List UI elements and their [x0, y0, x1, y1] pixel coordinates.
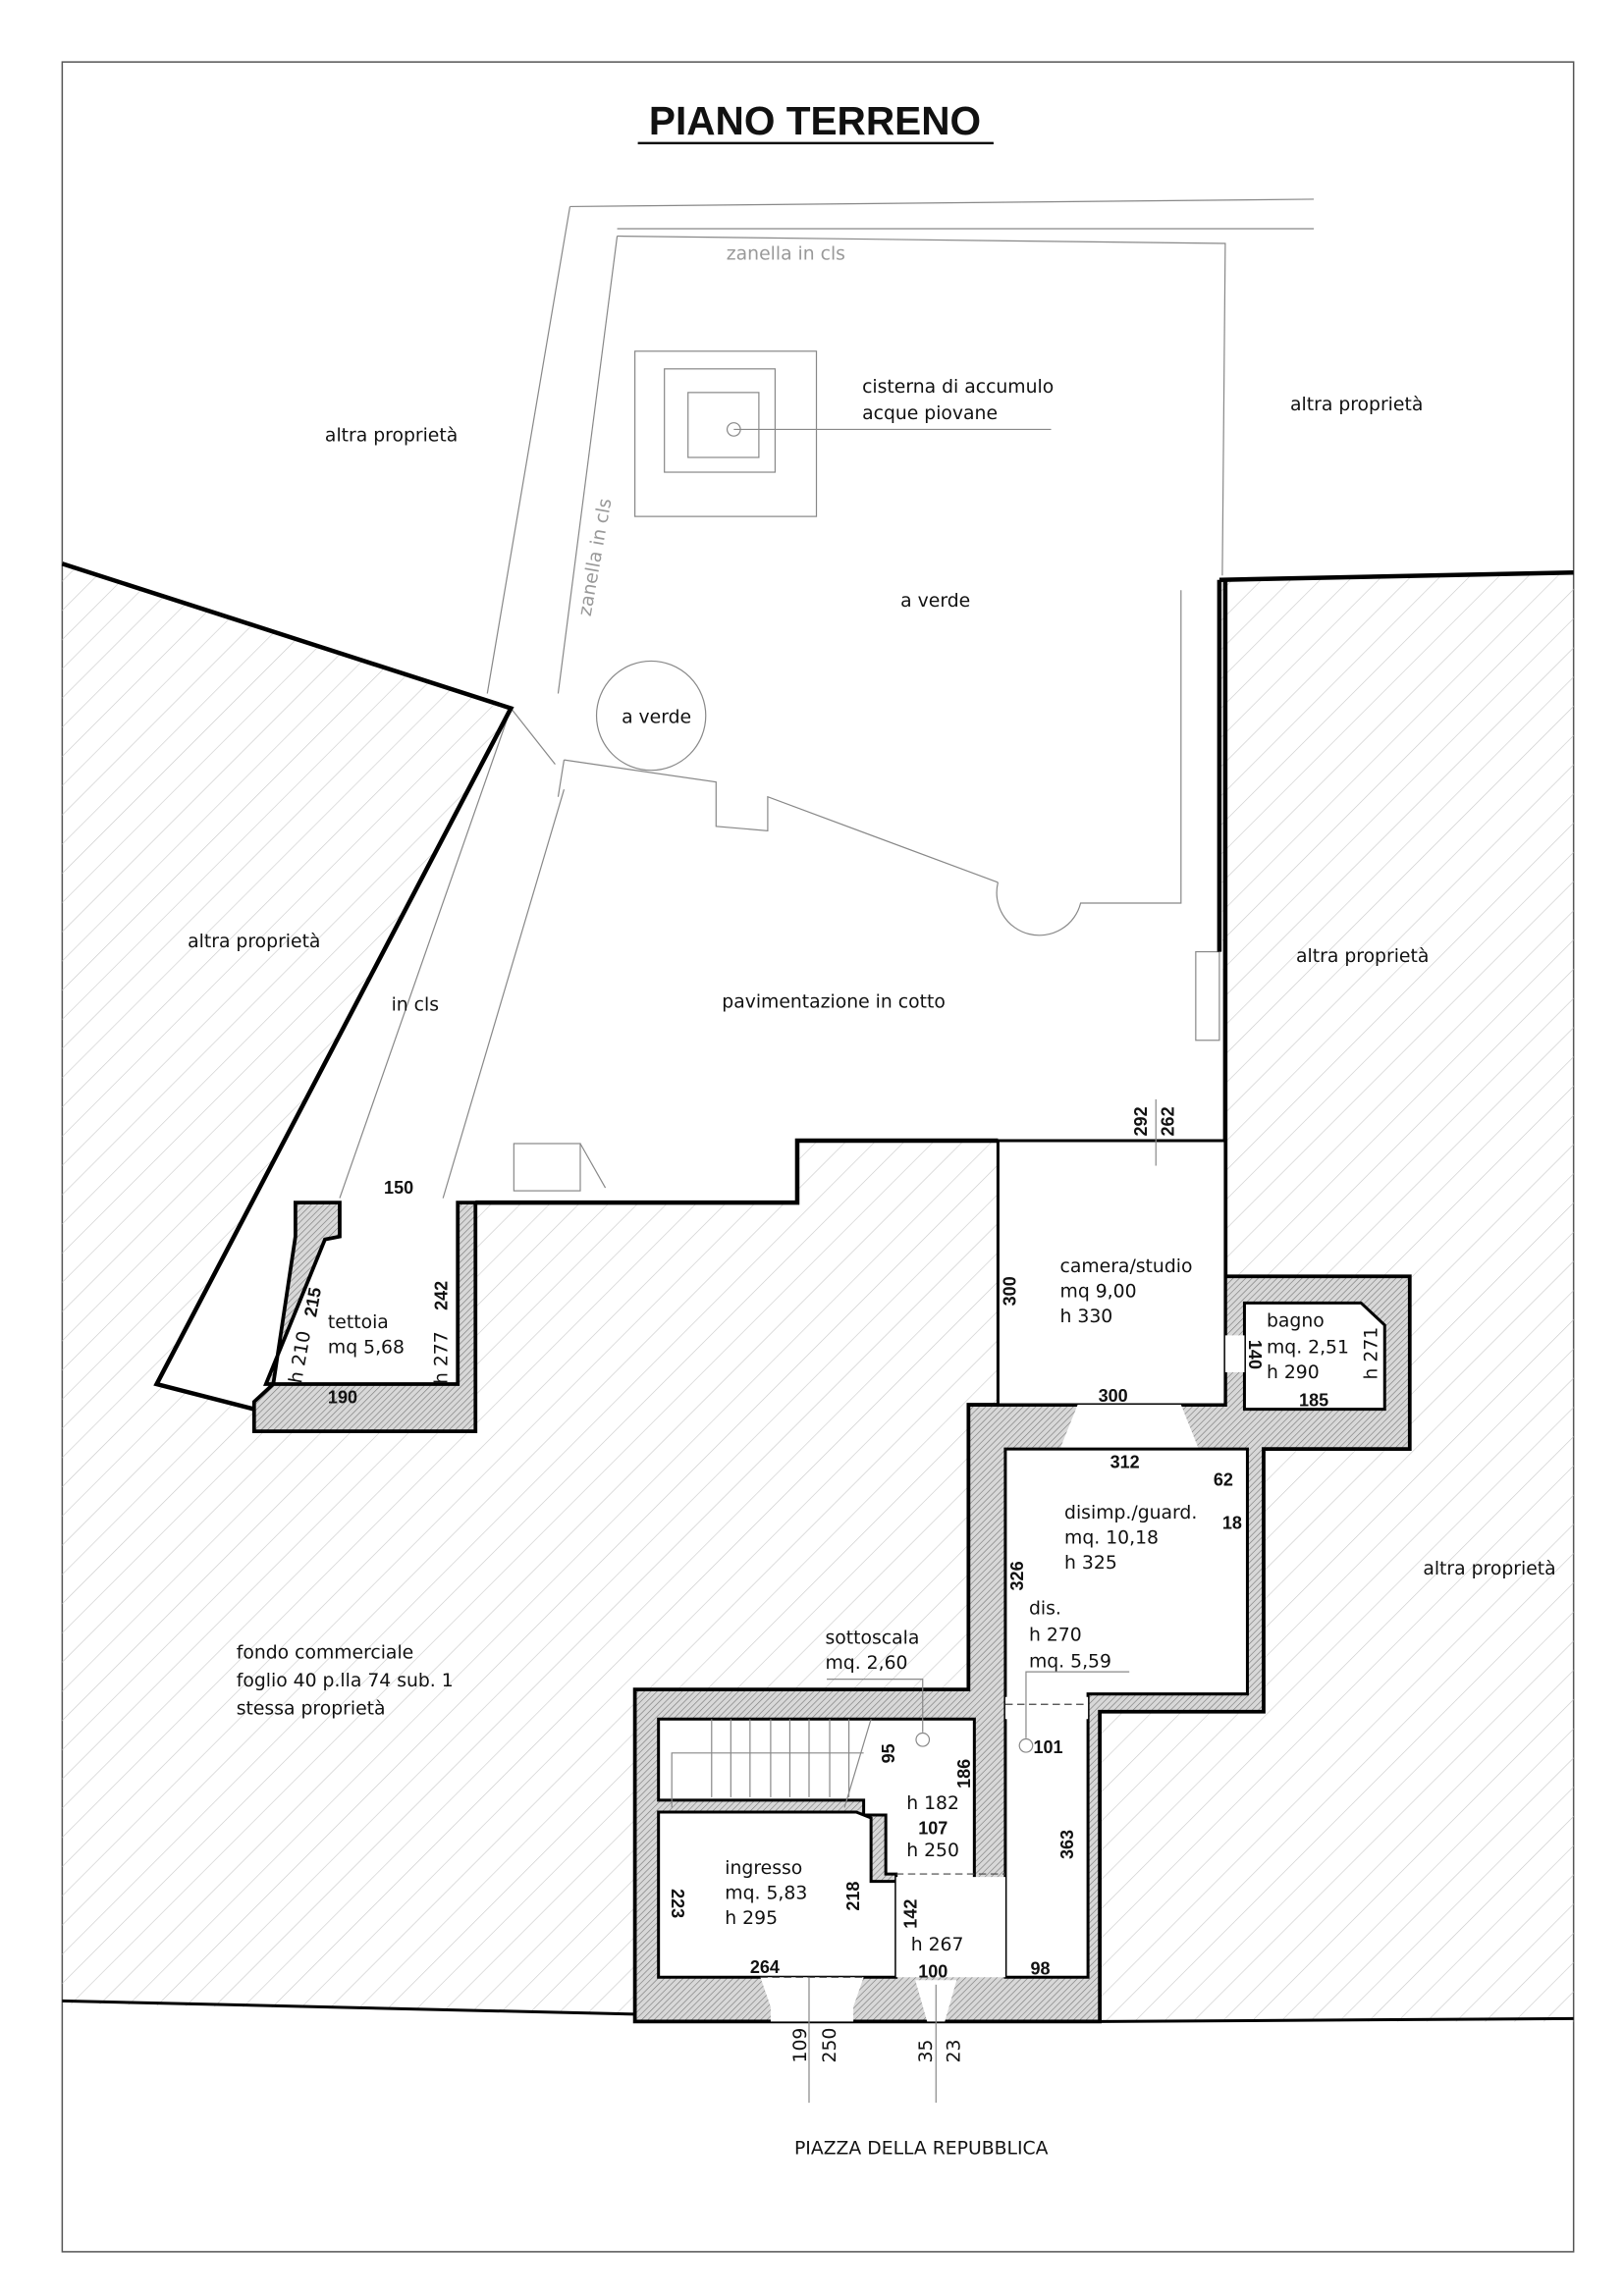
dis-dim-101: 101 — [1033, 1737, 1062, 1757]
bagno-h271: h 271 — [1362, 1327, 1382, 1380]
ingresso-name: ingresso — [725, 1858, 802, 1879]
label-verde-round: a verde — [622, 708, 691, 728]
disimp-dim-326: 326 — [1007, 1561, 1027, 1590]
camera-dim-300v: 300 — [1000, 1276, 1019, 1306]
dis-area: mq. 5,59 — [1029, 1652, 1111, 1673]
camera-name: camera/studio — [1060, 1256, 1193, 1277]
tettoia-dim-150: 150 — [384, 1178, 413, 1198]
bagno-area: mq. 2,51 — [1267, 1337, 1349, 1358]
label-pavimentazione: pavimentazione in cotto — [722, 992, 946, 1013]
camera-area: mq 9,00 — [1060, 1281, 1137, 1302]
label-cisterna-2: acque piovane — [862, 403, 998, 424]
corridor-dim-100: 100 — [918, 1961, 947, 1981]
label-in-cls: in cls — [392, 995, 439, 1016]
label-zanella-top: zanella in cls — [727, 244, 845, 265]
sottoscala-h182: h 182 — [906, 1793, 959, 1814]
sottoscala-name: sottoscala — [826, 1629, 920, 1649]
opening-dim-109: 109 — [790, 2028, 811, 2063]
label-fondo-2: foglio 40 p.lla 74 sub. 1 — [237, 1671, 454, 1691]
corridor-h267: h 267 — [911, 1935, 964, 1955]
ingresso-dim-218: 218 — [843, 1882, 863, 1911]
opening-dim-35: 35 — [916, 2040, 937, 2063]
tettoia-dim-190: 190 — [328, 1388, 357, 1408]
bagno-name: bagno — [1267, 1310, 1325, 1331]
ingresso-dim-264: 264 — [750, 1957, 780, 1977]
corridor-dim-142: 142 — [901, 1899, 921, 1929]
dim-292: 292 — [1131, 1106, 1151, 1136]
label-altra-e: altra proprietà — [1296, 946, 1429, 967]
tettoia-area: mq 5,68 — [328, 1337, 405, 1358]
dis-name: dis. — [1029, 1599, 1061, 1620]
bagno-dim-140: 140 — [1245, 1340, 1265, 1369]
disimp-dim-62: 62 — [1214, 1470, 1233, 1490]
label-fondo-1: fondo commerciale — [237, 1643, 414, 1664]
disimp-dim-18: 18 — [1222, 1513, 1242, 1532]
ingresso-dim-223: 223 — [668, 1889, 687, 1918]
plan-title: PIANO TERRENO — [649, 98, 981, 143]
opening-dim-23: 23 — [944, 2040, 964, 2063]
label-verde-main: a verde — [900, 591, 970, 612]
sottoscala-dim-186: 186 — [954, 1759, 974, 1789]
tettoia-name: tettoia — [328, 1312, 389, 1333]
dis-dim-363: 363 — [1057, 1830, 1077, 1859]
bagno-height: h 290 — [1267, 1362, 1320, 1383]
label-cisterna-1: cisterna di accumulo — [862, 377, 1054, 398]
camera-height: h 330 — [1060, 1307, 1113, 1327]
disimp-name: disimp./guard. — [1064, 1503, 1197, 1523]
camera-dim-300h: 300 — [1099, 1386, 1128, 1406]
label-altra-w: altra proprietà — [188, 932, 320, 952]
label-altra-nw: altra proprietà — [325, 425, 458, 446]
street-label: PIAZZA DELLA REPUBBLICA — [794, 2139, 1049, 2160]
walls — [251, 1139, 1412, 2024]
disimp-height: h 325 — [1064, 1553, 1117, 1574]
opening-dim-250: 250 — [820, 2028, 840, 2063]
sottoscala-h250: h 250 — [906, 1841, 959, 1861]
dim-262: 262 — [1158, 1106, 1177, 1136]
bagno-dim-185: 185 — [1299, 1391, 1328, 1411]
tettoia-dim-242: 242 — [432, 1281, 452, 1310]
sottoscala-area: mq. 2,60 — [826, 1653, 908, 1674]
dis-height: h 270 — [1029, 1626, 1082, 1646]
dis-dim-98: 98 — [1030, 1958, 1050, 1978]
label-fondo-3: stessa proprietà — [237, 1699, 386, 1720]
disimp-area: mq. 10,18 — [1064, 1527, 1159, 1548]
disimp-dim-312: 312 — [1110, 1453, 1140, 1472]
label-altra-ne: altra proprietà — [1290, 395, 1423, 415]
sottoscala-dim-107: 107 — [918, 1818, 947, 1838]
label-altra-se: altra proprietà — [1423, 1559, 1555, 1579]
neighbour-hatch — [62, 563, 1574, 2022]
sottoscala-dim-95: 95 — [879, 1743, 898, 1763]
ingresso-height: h 295 — [725, 1908, 778, 1929]
tettoia-h-right: h 277 — [432, 1331, 453, 1384]
ingresso-area: mq. 5,83 — [725, 1884, 807, 1904]
